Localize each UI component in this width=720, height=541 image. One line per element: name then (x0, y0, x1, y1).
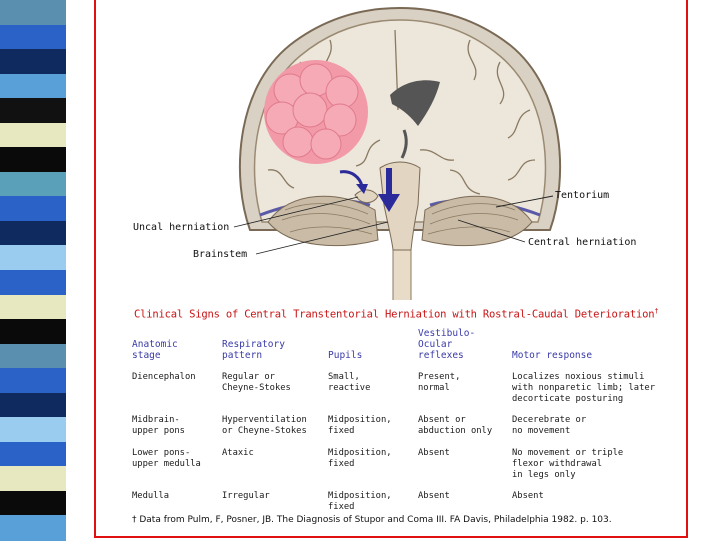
stripe-block (0, 73, 66, 100)
header-respiratory-pattern: Respiratory pattern (222, 339, 285, 361)
cell-respiratory-pattern: Ataxic (222, 448, 254, 458)
cerebellum-folia (281, 203, 519, 235)
label-brainstem: Brainstem (193, 249, 248, 260)
footnote: † Data from Pulm, F, Posner, JB. The Dia… (132, 515, 612, 525)
stripe-block (0, 368, 66, 394)
cell-pupils: Midposition, fixed (328, 491, 392, 512)
stripe-block (0, 417, 66, 443)
label-central-herniation: Central herniation (528, 237, 637, 248)
cell-pupils: Small, reactive (328, 372, 371, 393)
stripe-block (0, 466, 66, 492)
cell-anatomic-stage: Diencephalon (132, 372, 196, 382)
stripe-block (0, 490, 66, 517)
central-arrow-icon (386, 168, 392, 196)
stripe-block (0, 515, 66, 541)
cell-vestibulo-ocular: Absent (418, 491, 450, 501)
slide-frame (94, 0, 688, 538)
cell-motor-response: Localizes noxious stimuli with nonpareti… (512, 372, 655, 404)
cell-vestibulo-ocular: Present, normal (418, 372, 461, 393)
stripe-block (0, 98, 66, 124)
label-tentorium: Tentorium (555, 190, 610, 201)
stripe-block (0, 220, 66, 247)
cell-pupils: Midposition, fixed (328, 415, 392, 436)
hematoma-mass (264, 60, 368, 164)
cell-vestibulo-ocular: Absent or abduction only (418, 415, 493, 436)
cell-motor-response: No movement or triple flexor withdrawal … (512, 448, 624, 480)
central-arrowhead-icon (378, 194, 400, 212)
cell-pupils: Midposition, fixed (328, 448, 392, 469)
cell-vestibulo-ocular: Absent (418, 448, 450, 458)
cell-respiratory-pattern: Regular or Cheyne-Stokes (222, 372, 291, 393)
cell-anatomic-stage: Lower pons- upper medulla (132, 448, 201, 469)
stripe-block (0, 196, 66, 222)
table-title: Clinical Signs of Central Transtentorial… (134, 307, 659, 321)
cell-motor-response: Decerebrate or no movement (512, 415, 587, 436)
header-vestibulo-ocular-reflexes: Vestibulo- Ocular reflexes (418, 328, 476, 361)
header-pupils: Pupils (328, 350, 363, 361)
stripe-block (0, 24, 66, 51)
stripe-block (0, 122, 66, 149)
stripe-block (0, 245, 66, 271)
stripe-block (0, 343, 66, 370)
header-anatomic-stage: Anatomic stage (132, 339, 178, 361)
cell-anatomic-stage: Medulla (132, 491, 170, 501)
lateral-ventricle (390, 80, 440, 126)
stripe-block (0, 392, 66, 419)
stripe-block (0, 147, 66, 173)
stripe-block (0, 270, 66, 296)
stripe-block (0, 171, 66, 198)
cell-respiratory-pattern: Irregular (222, 491, 270, 501)
header-motor-response: Motor response (512, 350, 593, 361)
stripe-block (0, 294, 66, 321)
spinal-cord (392, 244, 412, 300)
cell-motor-response: Absent (512, 491, 544, 501)
brain-herniation-illustration (233, 6, 562, 300)
cerebellum-right (421, 195, 533, 247)
stripe-block (0, 319, 66, 345)
cell-respiratory-pattern: Hyperventilation or Cheyne-Stokes (222, 415, 307, 436)
stripe-block (0, 49, 66, 75)
stripe-block (0, 441, 66, 468)
label-uncal-herniation: Uncal herniation (133, 222, 230, 233)
uncal-arrowhead-icon (356, 184, 368, 194)
stripe-block (0, 0, 66, 26)
third-ventricle (400, 129, 408, 159)
leader-lines (233, 195, 554, 255)
cell-anatomic-stage: Midbrain- upper pons (132, 415, 185, 436)
decorative-color-stripe (0, 0, 66, 541)
